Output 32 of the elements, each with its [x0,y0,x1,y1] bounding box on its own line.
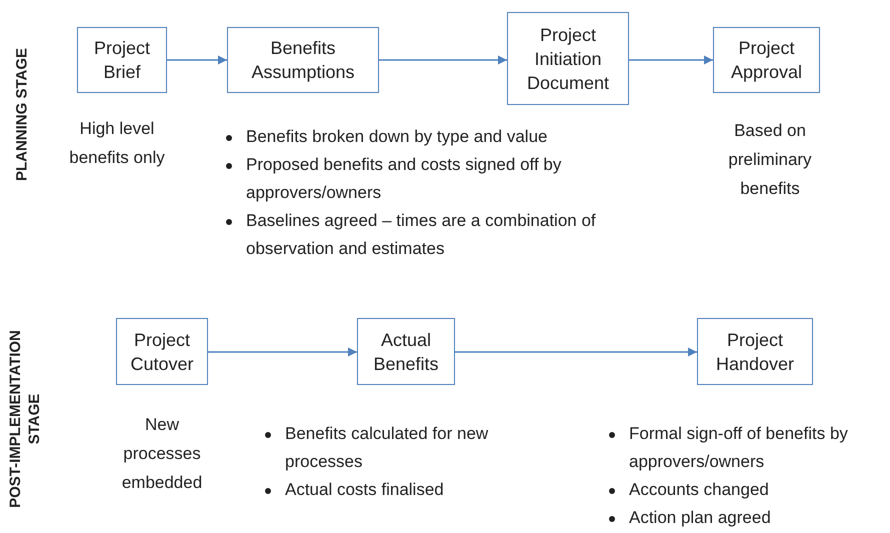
process-box [713,27,820,93]
process-box [116,318,208,385]
process-box [357,318,455,385]
arrow [455,348,697,356]
note-text: Based on preliminary benefits [727,120,813,200]
box-label: Project Cutover [129,328,195,376]
box-label: Actual Benefits [372,328,440,376]
bullet-item: Baselines agreed – times are a combination of observation and estimates [246,210,597,260]
bullet-item: Accounts changed [629,479,770,501]
arrow [208,348,357,356]
stage-label: PLANNING STAGE [12,46,32,184]
bullet-item: Actual costs finalised [285,479,445,501]
note-text: High level benefits only [68,118,166,169]
process-box [227,27,379,93]
process-box [507,12,629,105]
arrow [167,56,227,64]
note-text: New processes embedded [120,414,204,494]
box-label: Project Initiation Document [526,24,610,94]
bullet-item: Formal sign-off of benefits by approvers/owners [629,423,849,473]
bullet-item: Action plan agreed [629,507,772,529]
stage-label: POST-IMPLEMENTATION STAGE [6,329,44,510]
box-label: Benefits Assumptions [250,37,356,84]
process-box [77,27,167,93]
bullet-item: Benefits calculated for new processes [285,423,490,473]
bullet-item: Benefits broken down by type and value [246,126,548,148]
box-label: Project Approval [730,37,804,84]
box-label: Project Brief [92,37,152,84]
arrow [379,56,507,64]
arrow [629,56,713,64]
process-box [697,318,813,385]
box-label: Project Handover [714,328,796,376]
bullet-item: Proposed benefits and costs signed off by approvers/owners [246,154,562,204]
